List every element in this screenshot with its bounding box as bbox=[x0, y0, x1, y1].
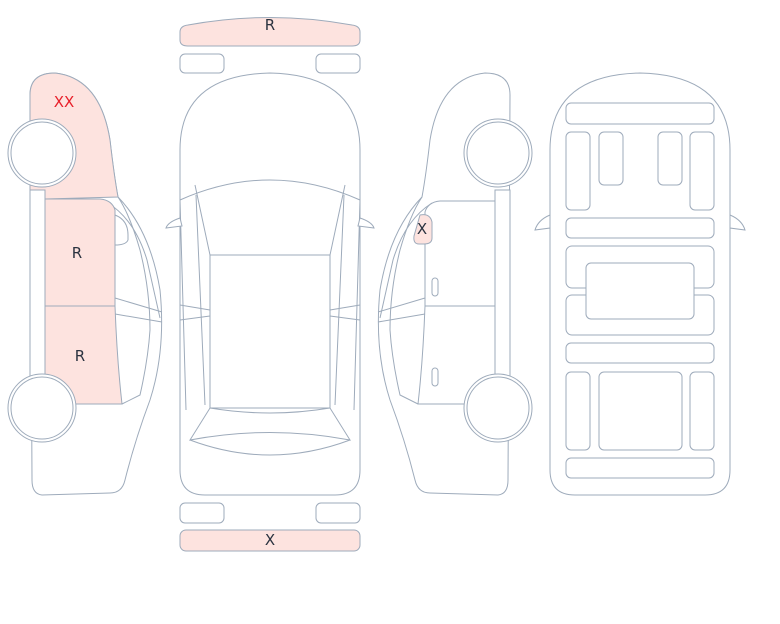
front-bumper[interactable] bbox=[179, 17, 361, 47]
left-rear-door-label: R bbox=[75, 347, 85, 365]
front-left-light bbox=[179, 53, 225, 74]
console bbox=[585, 262, 695, 320]
rear-door-handle bbox=[431, 367, 439, 387]
top-body-outline bbox=[179, 72, 361, 496]
right-side-view: X bbox=[377, 72, 533, 496]
rear-bumper-label: X bbox=[265, 531, 275, 549]
rear-right-light bbox=[315, 502, 361, 524]
left-side-view: XX R R bbox=[7, 72, 163, 496]
right-mirror[interactable] bbox=[413, 214, 433, 245]
driver-seat bbox=[598, 131, 624, 186]
front-door-handle bbox=[431, 277, 439, 297]
left-front-door-label: R bbox=[72, 244, 82, 262]
left-sill bbox=[29, 189, 46, 381]
rear-bumper[interactable] bbox=[179, 529, 361, 552]
roof bbox=[209, 254, 331, 409]
top-right-mirror bbox=[357, 217, 375, 229]
trunk bbox=[565, 457, 715, 479]
rear-left-light bbox=[179, 502, 225, 524]
front-bumper-label: R bbox=[265, 16, 275, 34]
left-fender-damage-label: XX bbox=[54, 93, 75, 111]
left-mirror bbox=[114, 214, 129, 246]
right-mirror-label: X bbox=[417, 220, 427, 238]
interior-mirrors bbox=[534, 214, 746, 231]
rear-seat bbox=[598, 371, 683, 451]
rear-door-panel[interactable] bbox=[44, 305, 123, 405]
top-view: R X bbox=[165, 16, 375, 552]
top-left-mirror bbox=[165, 217, 183, 229]
passenger-seat bbox=[657, 131, 683, 186]
dashboard bbox=[565, 102, 715, 125]
front-door-panel[interactable] bbox=[44, 198, 116, 307]
interior-view bbox=[534, 72, 746, 496]
front-right-light bbox=[315, 53, 361, 74]
